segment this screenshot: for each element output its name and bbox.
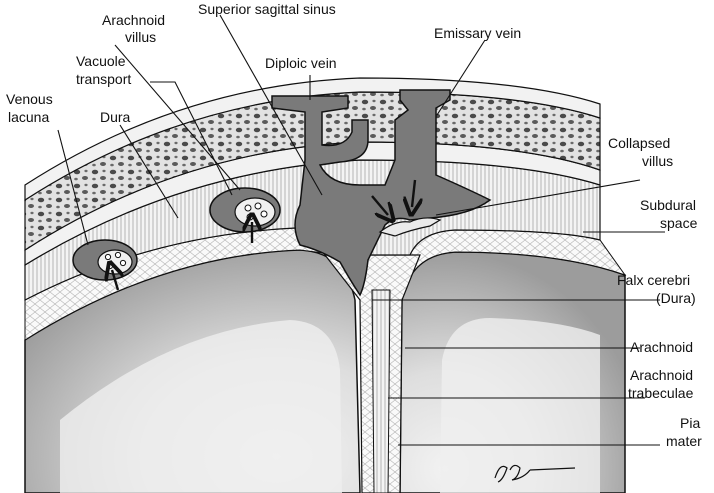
label-arachnoid-trabeculae-2: trabeculae xyxy=(628,385,694,401)
label-pia-mater-1: Pia xyxy=(680,415,700,431)
superior-sagittal-sinus xyxy=(271,89,492,297)
collapsed-villus xyxy=(378,217,442,237)
artist-signature xyxy=(494,464,576,483)
label-superior-sagittal-sinus: Superior sagittal sinus xyxy=(198,1,336,17)
label-falx-cerebri-2: (Dura) xyxy=(656,290,696,306)
venous-lacuna xyxy=(72,239,138,281)
label-vacuole-transport-1: Vacuole xyxy=(76,53,126,69)
label-dura: Dura xyxy=(100,109,131,125)
label-subdural-space-1: Subdural xyxy=(640,197,696,213)
label-diploic-vein: Diploic vein xyxy=(265,55,337,71)
label-venous-lacuna-2: lacuna xyxy=(8,109,49,125)
left-hemisphere xyxy=(24,249,361,493)
label-arachnoid-villus-2: villus xyxy=(125,29,156,45)
label-venous-lacuna-1: Venous xyxy=(6,91,53,107)
label-collapsed-villus-2: villus xyxy=(642,153,673,169)
right-hemisphere xyxy=(399,251,626,493)
label-emissary-vein: Emissary vein xyxy=(434,25,521,41)
flow-arrows xyxy=(112,179,415,291)
label-pia-mater-2: mater xyxy=(666,433,702,449)
label-vacuole-transport-2: transport xyxy=(76,71,131,87)
label-falx-cerebri-1: Falx cerebri xyxy=(617,272,690,288)
label-arachnoid: Arachnoid xyxy=(630,339,693,355)
arachnoid-villus-vacuole xyxy=(209,187,281,233)
label-subdural-space-2: space xyxy=(660,215,698,231)
outer-table xyxy=(24,77,601,202)
label-collapsed-villus-1: Collapsed xyxy=(608,135,670,151)
labels: Arachnoid villus Superior sagittal sinus… xyxy=(6,1,702,449)
leader-lines xyxy=(57,14,665,446)
label-arachnoid-villus-1: Arachnoid xyxy=(102,12,165,28)
label-arachnoid-trabeculae-1: Arachnoid xyxy=(630,367,693,383)
